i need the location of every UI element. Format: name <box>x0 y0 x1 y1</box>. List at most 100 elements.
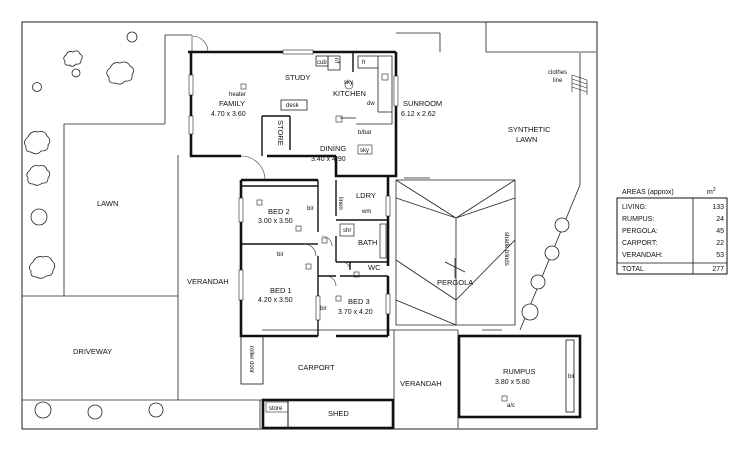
bbar-label: b/bar <box>358 130 372 136</box>
light-symbol <box>501 395 508 402</box>
areas-row: LIVING: 133 <box>622 204 724 211</box>
tree-icon <box>30 208 48 226</box>
tree-icon <box>554 217 570 233</box>
areas-row: CARPORT: 22 <box>622 240 724 247</box>
shade-blinds-label: shade blinds <box>503 232 509 266</box>
trees <box>24 31 570 420</box>
area-row-value: 53 <box>716 252 724 259</box>
tree-icon <box>544 245 560 261</box>
shr-label: shr <box>343 228 351 234</box>
tree-icon <box>521 303 539 321</box>
area-row-label: VERANDAH: <box>622 252 663 259</box>
areas-total-value: 277 <box>712 266 724 273</box>
linen-label: linen <box>337 197 343 210</box>
area-row-label: LIVING: <box>622 204 647 211</box>
area-row-label: PERGOLA: <box>622 228 658 235</box>
areas-total-label: TOTAL <box>622 266 644 273</box>
verandah-left-label: VERANDAH <box>187 277 229 286</box>
outbuildings <box>240 334 582 430</box>
fr-label: fr <box>362 60 366 66</box>
lawn-label: LAWN <box>97 199 118 208</box>
tree-icon <box>530 274 546 290</box>
tree-icon <box>24 131 51 155</box>
bir-rumpus-label: bir <box>568 374 575 380</box>
bed1-dimensions: 4.20 x 3.50 <box>258 297 293 304</box>
area-row-value: 133 <box>712 204 724 211</box>
pergola-arrows <box>404 177 502 331</box>
tree-icon <box>32 82 42 92</box>
tree-icon <box>29 256 56 279</box>
areas-table: AREAS (approx) m2 LIVING: 133 RUMPUS: 24… <box>616 187 728 275</box>
bir-hall-label: bir <box>277 252 284 258</box>
store-small-label: store <box>269 406 283 412</box>
carport-label: CARPORT <box>298 363 335 372</box>
areas-row: PERGOLA: 45 <box>622 228 724 235</box>
bed1-label: BED 1 <box>270 286 292 295</box>
tree-icon <box>63 50 83 67</box>
area-row-label: CARPORT: <box>622 240 657 247</box>
verandah-bottom-label: VERANDAH <box>400 379 442 388</box>
door-swings <box>191 35 351 287</box>
light-symbol <box>295 225 302 232</box>
wm-label: wm <box>361 209 371 215</box>
wc-label: WC <box>368 263 381 272</box>
light-symbol <box>256 199 263 206</box>
heater-label: heater <box>229 92 246 98</box>
store-box <box>265 401 289 413</box>
tree-icon <box>34 401 52 419</box>
kitchen-label: KITCHEN <box>333 89 366 98</box>
bed3-dimensions: 3.70 x 4.20 <box>338 309 373 316</box>
pergola <box>395 179 516 326</box>
interior-walls <box>241 52 388 336</box>
sky-label-2: sky <box>360 148 369 154</box>
bir-bed2-label: bir <box>307 206 314 212</box>
tree-icon <box>71 68 81 78</box>
light-symbol <box>335 115 343 123</box>
pergola-label: PERGOLA <box>437 278 473 287</box>
light-symbol <box>335 295 342 302</box>
area-row-label: RUMPUS: <box>622 216 654 223</box>
desk-label: desk <box>286 103 300 109</box>
heater-symbol <box>240 83 247 90</box>
clothes-line-label-2: line <box>553 78 563 84</box>
extractor-symbol <box>381 73 389 81</box>
ac-label: a/c <box>507 403 515 409</box>
bath-tub <box>339 223 387 259</box>
rf-label: r/f <box>333 58 339 64</box>
sky-box <box>357 144 373 155</box>
roller-door-label: roller door <box>248 346 254 373</box>
kitchen-benches <box>280 55 393 125</box>
areas-row: VERANDAH: 53 <box>622 252 724 259</box>
sunroom-label: SUNROOM <box>403 99 442 108</box>
areas-title: AREAS (approx) <box>622 189 674 196</box>
clothes-line-icon <box>571 74 588 95</box>
light-symbol <box>321 237 328 244</box>
tree-icon <box>148 402 164 418</box>
bir-bed3-label: bir <box>320 306 327 312</box>
sunroom-dimensions: 6.12 x 2.62 <box>401 111 436 118</box>
dw-label: dw <box>367 101 375 107</box>
area-row-value: 24 <box>716 216 724 223</box>
store-label: STORE <box>276 120 285 146</box>
tree-icon <box>106 61 134 85</box>
light-symbol <box>353 271 360 278</box>
sky-symbol <box>344 80 354 90</box>
family-dimensions: 4.70 x 3.60 <box>211 111 246 118</box>
light-symbol <box>305 263 312 270</box>
tree-icon <box>126 31 138 43</box>
area-row-value: 22 <box>716 240 724 247</box>
bed3-label: BED 3 <box>348 297 370 306</box>
rumpus-dimensions: 3.80 x 5.80 <box>495 379 530 386</box>
dining-label: DINING <box>320 144 346 153</box>
cub-label: cub <box>317 60 327 66</box>
areas-row: RUMPUS: 24 <box>622 216 724 223</box>
fixture-labels: heater desk cub r/f fr sky dw b/bar sky … <box>229 58 575 413</box>
bed2-label: BED 2 <box>268 207 290 216</box>
room-labels: STUDY FAMILY 4.70 x 3.60 KITCHEN SUNROOM… <box>73 73 551 418</box>
tree-icon <box>87 404 103 420</box>
clothes-line-label: clothes <box>548 70 567 76</box>
dining-dimensions: 3.40 x 4.90 <box>311 156 346 163</box>
windows <box>188 49 399 321</box>
family-label: FAMILY <box>219 99 245 108</box>
